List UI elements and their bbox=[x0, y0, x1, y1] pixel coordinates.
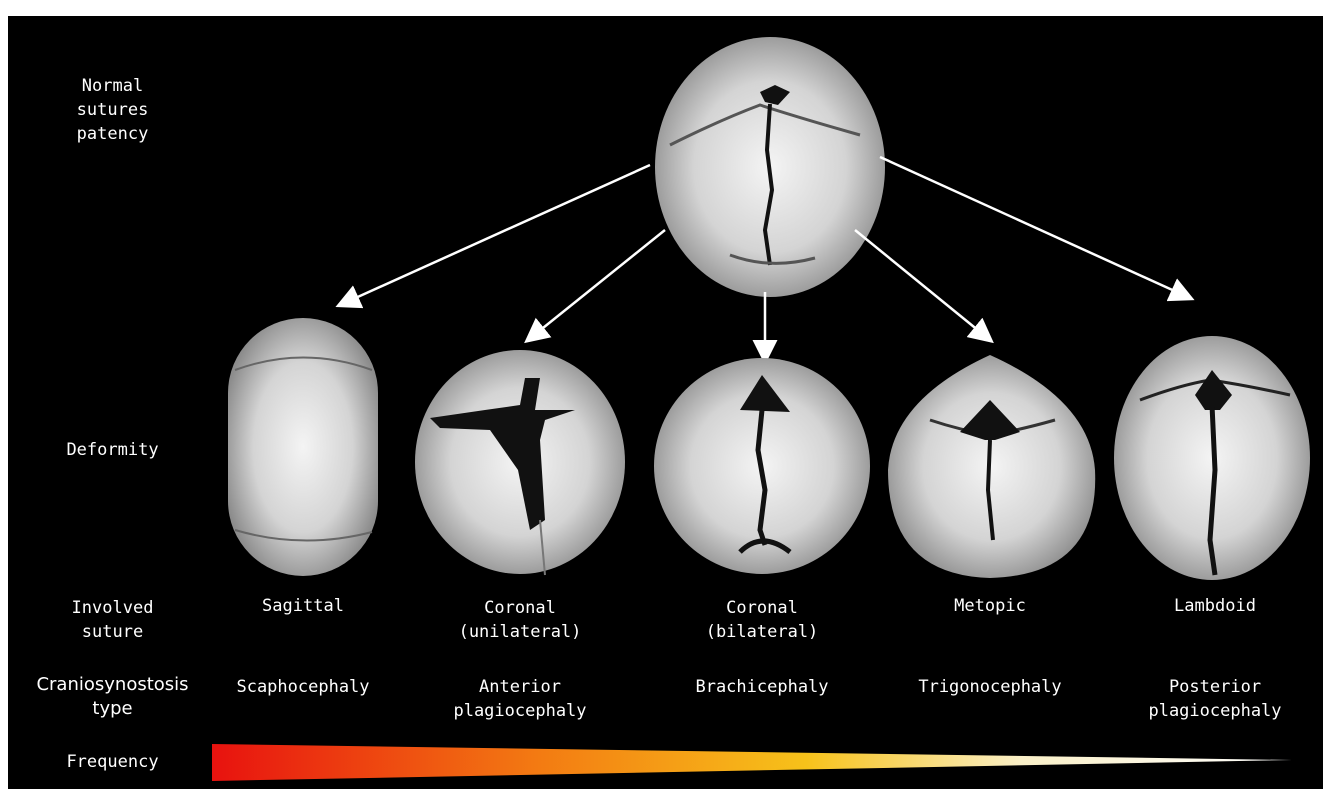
normal-skull bbox=[655, 37, 885, 297]
row-label-deformity: Deformity bbox=[0, 438, 225, 462]
type-scaphocephaly: Scaphocephaly bbox=[208, 675, 398, 699]
suture-metopic: Metopic bbox=[890, 594, 1090, 618]
row-label-normal: Normal sutures patency bbox=[0, 74, 225, 146]
coronal-unilateral-skull bbox=[415, 350, 625, 575]
type-anterior-plagiocephaly: Anterior plagiocephaly bbox=[420, 675, 620, 723]
row-label-frequency: Frequency bbox=[0, 750, 225, 774]
type-trigonocephaly: Trigonocephaly bbox=[885, 675, 1095, 699]
coronal-bilateral-skull bbox=[654, 358, 870, 574]
suture-lambdoid: Lambdoid bbox=[1120, 594, 1310, 618]
sagittal-skull bbox=[228, 318, 378, 576]
type-posterior-plagiocephaly: Posterior plagiocephaly bbox=[1120, 675, 1310, 723]
row-label-involved-suture: Involved suture bbox=[0, 596, 225, 644]
lambdoid-skull bbox=[1114, 336, 1310, 580]
suture-coronal-unilateral: Coronal (unilateral) bbox=[420, 596, 620, 644]
suture-coronal-bilateral: Coronal (bilateral) bbox=[662, 596, 862, 644]
suture-sagittal: Sagittal bbox=[228, 594, 378, 618]
type-brachicephaly: Brachicephaly bbox=[662, 675, 862, 699]
row-label-craniosynostosis-type: Craniosynostosis type bbox=[0, 673, 225, 721]
